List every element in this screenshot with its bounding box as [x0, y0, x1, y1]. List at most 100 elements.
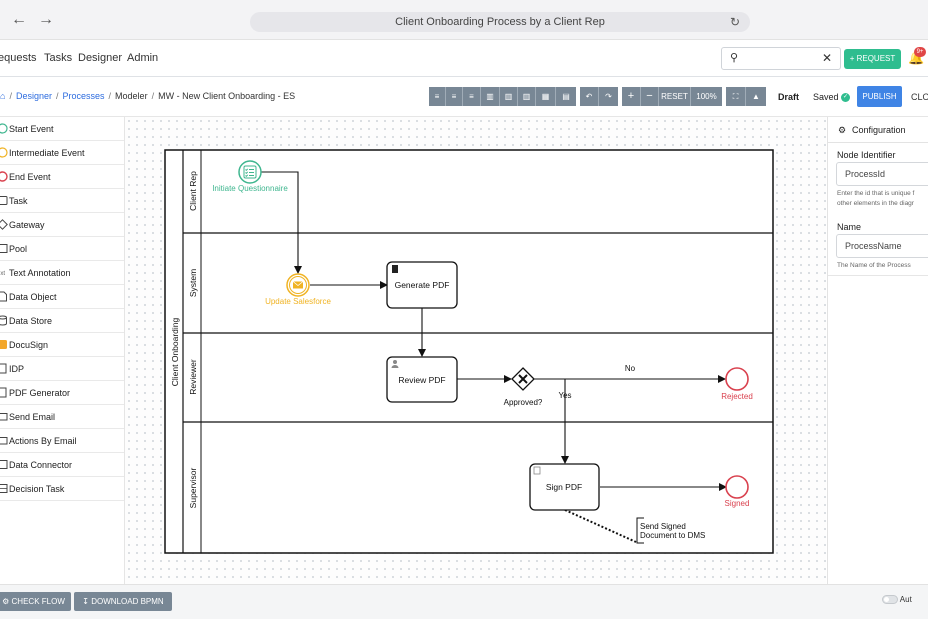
redo-icon[interactable]: ↷: [599, 87, 618, 106]
close-icon[interactable]: ✕: [821, 51, 832, 65]
configuration-header[interactable]: ⚙ Configuration: [828, 117, 928, 143]
fit-screen-icon[interactable]: ⛶: [726, 87, 746, 106]
close-button[interactable]: CLO: [911, 92, 928, 102]
publish-button[interactable]: PUBLISH: [857, 86, 902, 107]
check-flow-button[interactable]: ⚙ CHECK FLOW: [0, 592, 71, 611]
minimap-icon[interactable]: ▲: [746, 87, 766, 106]
lane-system[interactable]: System: [183, 233, 773, 334]
gateway-approved[interactable]: Approved?: [504, 367, 543, 407]
node-identifier-help-2: other elements in the diagr: [837, 200, 914, 207]
flow-start-to-salesforce[interactable]: [261, 171, 302, 274]
lane-reviewer[interactable]: Reviewer: [183, 333, 773, 423]
palette-item-data-store[interactable]: Data Store: [0, 309, 124, 333]
align-center-icon[interactable]: ≡: [446, 87, 463, 106]
distribute-horizontal-icon[interactable]: ▦: [536, 87, 556, 106]
task-review-pdf[interactable]: Review PDF: [386, 356, 458, 403]
palette-item-intermediate-event[interactable]: Intermediate Event: [0, 141, 124, 165]
palette-label: Task: [9, 196, 28, 206]
palette-label: Text Annotation: [9, 268, 71, 278]
nav-admin[interactable]: Admin: [127, 52, 159, 64]
text-annotation-icon: ext: [0, 271, 5, 277]
palette-label: Gateway: [9, 220, 45, 230]
text-annotation[interactable]: Send Signed Document to DMS: [636, 517, 705, 544]
intermediate-event-update-salesforce[interactable]: Update Salesforce: [265, 273, 331, 306]
reset-zoom-button[interactable]: RESET: [659, 87, 691, 106]
node-label: Initiate Questionnaire: [212, 184, 288, 193]
palette-item-actions-by-email[interactable]: Actions By Email: [0, 429, 124, 453]
palette-item-gateway[interactable]: Gateway: [0, 213, 124, 237]
palette-item-pdf-generator[interactable]: PDF Generator: [0, 381, 124, 405]
distribute-vertical-icon[interactable]: ▤: [556, 87, 576, 106]
end-event-signed[interactable]: Signed: [725, 475, 750, 508]
node-label: Approved?: [504, 398, 543, 407]
gateway-icon: [0, 219, 8, 230]
task-sign-pdf[interactable]: Sign PDF: [529, 463, 600, 511]
flow-label-yes: Yes: [558, 391, 571, 400]
align-bottom-icon[interactable]: ▥: [481, 87, 500, 106]
nav-requests[interactable]: equests: [0, 52, 37, 64]
arrow-left-icon[interactable]: ←: [11, 11, 27, 28]
reload-icon[interactable]: ↻: [729, 15, 740, 29]
zoom-in-icon[interactable]: +: [622, 87, 641, 106]
start-event-initiate-questionnaire[interactable]: Initiate Questionnaire: [212, 160, 288, 193]
palette-label: IDP: [9, 364, 25, 374]
breadcrumb-current: MW - New Client Onboarding - ES: [158, 91, 296, 101]
breadcrumb-processes[interactable]: Processes: [62, 91, 105, 101]
palette-item-task[interactable]: Task: [0, 189, 124, 213]
node-label: Update Salesforce: [265, 297, 331, 306]
palette-item-end-event[interactable]: End Event: [0, 165, 124, 189]
lane-supervisor[interactable]: Supervisor: [188, 422, 202, 553]
checklist-icon: [243, 165, 257, 179]
palette-label: Send Email: [9, 412, 56, 422]
notification-badge: 9+: [914, 47, 926, 57]
palette-item-decision-task[interactable]: Decision Task: [0, 477, 124, 501]
download-bpmn-button[interactable]: ↧ DOWNLOAD BPMN: [74, 592, 172, 611]
app-navbar: equests Tasks Designer Admin ⚲ ✕ + REQUE…: [0, 40, 928, 77]
palette-item-start-event[interactable]: Start Event: [0, 117, 124, 141]
zoom-out-icon[interactable]: −: [641, 87, 659, 106]
align-middle-icon[interactable]: ▥: [500, 87, 518, 106]
browser-bar: ← → Client Onboarding Process by a Clien…: [0, 0, 928, 40]
page-title-text: Client Onboarding Process by a Client Re…: [395, 16, 605, 28]
task-generate-pdf[interactable]: Generate PDF: [386, 261, 458, 309]
bpmn-diagram[interactable]: Client Onboarding Client Rep System Revi…: [125, 117, 826, 584]
palette-item-docusign[interactable]: DocuSign: [0, 333, 124, 357]
name-label: Name: [837, 222, 862, 232]
association-sign-annotation[interactable]: [564, 509, 637, 543]
palette-item-text-annotation[interactable]: ext Text Annotation: [0, 261, 124, 285]
palette-item-idp[interactable]: IDP: [0, 357, 124, 381]
palette-item-data-object[interactable]: Data Object: [0, 285, 124, 309]
autosave-toggle[interactable]: [882, 595, 898, 605]
node-label: Generate PDF: [395, 280, 450, 290]
name-help: The Name of the Process: [837, 262, 911, 269]
align-top-icon[interactable]: ▥: [518, 87, 536, 106]
align-right-icon[interactable]: ≡: [463, 87, 481, 106]
breadcrumb-designer[interactable]: Designer: [15, 91, 52, 101]
pool-client-onboarding[interactable]: Client Onboarding: [164, 149, 774, 554]
nav-tasks[interactable]: Tasks: [44, 52, 73, 64]
palette-item-data-connector[interactable]: Data Connector: [0, 453, 124, 477]
end-event-rejected[interactable]: Rejected: [721, 367, 753, 401]
modeler-canvas[interactable]: Client Onboarding Client Rep System Revi…: [125, 117, 826, 584]
search-input[interactable]: ⚲ ✕: [721, 47, 841, 70]
palette-label: Data Object: [9, 292, 57, 302]
palette-item-send-email[interactable]: Send Email: [0, 405, 124, 429]
undo-icon[interactable]: ↶: [580, 87, 599, 106]
request-button[interactable]: + REQUEST: [844, 49, 901, 69]
lane-label: Supervisor: [188, 468, 198, 509]
nav-designer[interactable]: Designer: [78, 52, 123, 64]
align-left-icon[interactable]: ≡: [429, 87, 446, 106]
start-event-icon: [0, 123, 8, 134]
node-identifier-input[interactable]: ProcessId: [836, 162, 928, 186]
palette-label: Start Event: [9, 124, 54, 134]
lane-client-rep[interactable]: Client Rep: [183, 150, 773, 234]
inspector-panel: ⚙ Configuration Node Identifier ProcessI…: [827, 117, 928, 584]
home-icon[interactable]: ⌂: [0, 91, 6, 101]
annotation-line-2: Document to DMS: [640, 531, 705, 540]
address-bar[interactable]: Client Onboarding Process by a Client Re…: [250, 12, 750, 32]
node-label: Sign PDF: [546, 482, 582, 492]
intermediate-event-icon: [0, 147, 8, 158]
arrow-right-icon[interactable]: →: [38, 11, 54, 28]
palette-item-pool[interactable]: Pool: [0, 237, 124, 261]
name-input[interactable]: ProcessName: [836, 234, 928, 258]
